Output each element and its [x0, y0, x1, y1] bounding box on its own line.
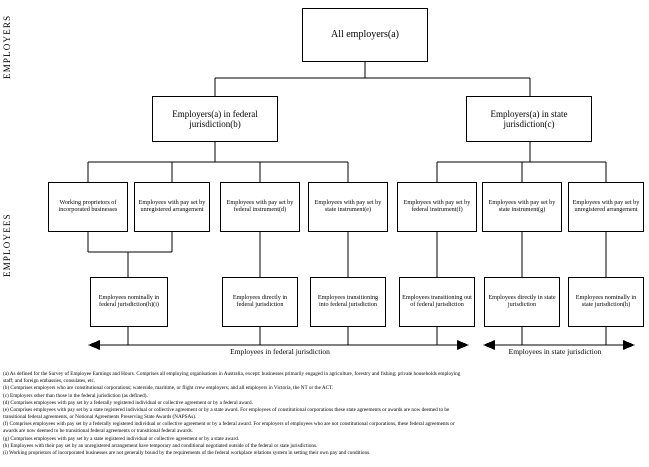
- node-employees-nominally-state[interactable]: Employees nominally in state jurisdictio…: [568, 277, 644, 327]
- range-label-federal: Employees in federal jurisdiction: [230, 347, 330, 356]
- footnote-line: awards are now deemed to be transitional…: [3, 428, 193, 435]
- footnote-line: (h) Employees with their pay set by an u…: [3, 442, 318, 449]
- node-employees-directly-federal[interactable]: Employees directly in federal jurisdicti…: [222, 277, 298, 327]
- node-state-unregistered-arrangement[interactable]: Employees with pay set by unregistered a…: [568, 182, 644, 232]
- node-federal-pay-federal-instrument[interactable]: Employees with pay set by federal instru…: [220, 182, 300, 232]
- federal-jurisdiction-arrow: [88, 340, 469, 350]
- footnote-line: staff; and foreign embassies, consulates…: [3, 378, 96, 385]
- footnote-line: (c) Employers other than those in the fe…: [3, 392, 148, 399]
- footnote-line: (d) Comprises employees with pay set by …: [3, 399, 253, 406]
- node-state-pay-state-instrument[interactable]: Employees with pay set by state instrume…: [482, 182, 562, 232]
- range-label-state: Employees in state jurisdiction: [508, 347, 602, 356]
- node-employees-directly-state[interactable]: Employees directly in state jurisdiction: [484, 277, 560, 327]
- footnote-line: (e) Comprises employees with pay set by …: [3, 406, 450, 413]
- node-employers-state-jurisdiction[interactable]: Employers(a) in state jurisdiction(c): [466, 96, 592, 142]
- node-employees-nominally-federal[interactable]: Employees nominally in federal jurisdict…: [90, 277, 168, 327]
- side-label-employers: EMPLOYERS: [2, 14, 12, 80]
- node-state-pay-federal-instrument[interactable]: Employees with pay set by federal instru…: [397, 182, 477, 232]
- node-federal-unregistered-arrangement[interactable]: Employees with pay set by unregistered a…: [134, 182, 210, 232]
- node-employees-transitioning-out-federal[interactable]: Employees transitioning out of federal j…: [399, 277, 475, 327]
- footnote-line: (b) Comprises employers who are constitu…: [3, 385, 334, 392]
- side-label-employees: EMPLOYEES: [2, 213, 12, 277]
- node-employers-federal-jurisdiction[interactable]: Employers(a) in federal jurisdiction(b): [152, 96, 278, 142]
- footnote-line: transitional federal agreements, or Noti…: [3, 414, 197, 421]
- org-chart-diagram: EMPLOYERS EMPLOYEES All employers(a) Emp…: [2, 8, 644, 356]
- footnote-line: (a) As defined for the Survey of Employe…: [3, 371, 461, 377]
- footnote-line: (i) Working proprietors of incorporated …: [3, 449, 371, 456]
- footnote-line: (g) Comprises employees with pay set by …: [3, 435, 240, 442]
- state-jurisdiction-arrow: [483, 340, 635, 350]
- node-all-employers[interactable]: All employers(a): [302, 8, 428, 62]
- node-employees-transitioning-into-federal[interactable]: Employees transitioning into federal jur…: [310, 277, 386, 327]
- footnote-line: (f) Comprises employees with pay set by …: [3, 421, 455, 428]
- footnotes-block: (a) As defined for the Survey of Employe…: [3, 371, 647, 457]
- node-federal-pay-state-instrument[interactable]: Employees with pay set by state instrume…: [308, 182, 388, 232]
- connector-lines: [87, 62, 635, 350]
- node-working-proprietors[interactable]: Working proprietors of incorporated busi…: [48, 182, 128, 232]
